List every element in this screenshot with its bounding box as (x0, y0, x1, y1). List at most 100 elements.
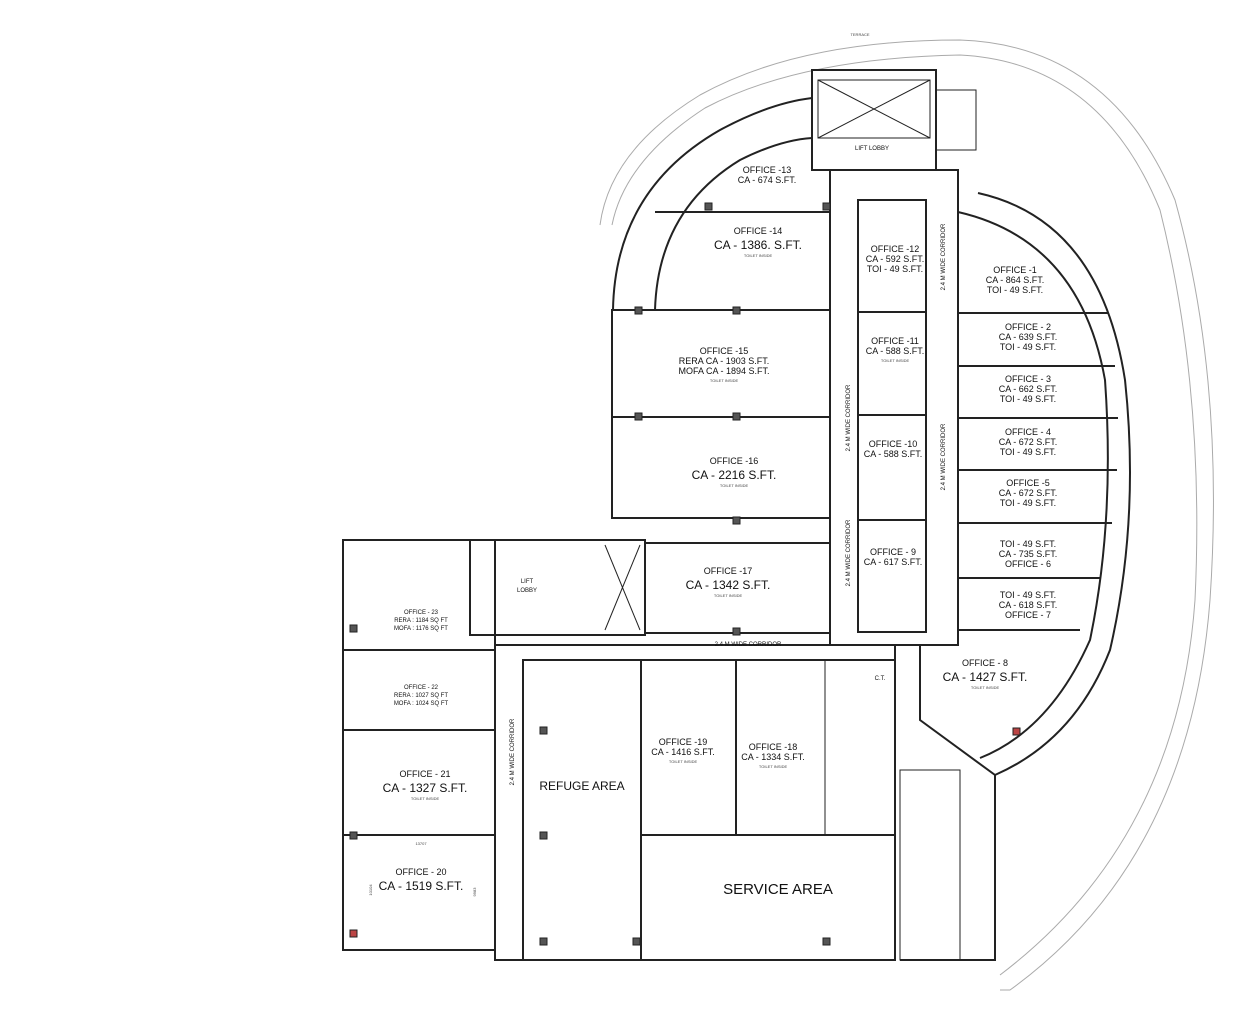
corridor-label-1: 2.4 M WIDE CORRIDOR (846, 384, 852, 451)
office-name: OFFICE - 3 (1005, 374, 1051, 384)
office-name: OFFICE - 4 (1005, 427, 1051, 437)
office-area: TOI - 49 S.FT. (1000, 447, 1056, 457)
toilet-inside-note: TOILET INSIDE (744, 253, 773, 258)
office-22-label: OFFICE - 22 RERA : 1027 SQ FT MOFA : 1024 … (394, 685, 449, 707)
curved-facade-left (612, 97, 813, 311)
office-area: TOI - 49 S.FT. (987, 285, 1043, 295)
office-area: CA - 864 S.FT. (986, 275, 1045, 285)
office-name: OFFICE -17 (704, 566, 753, 576)
right-office-dividers (858, 311, 1118, 631)
stair-bottom (899, 769, 961, 961)
office-area: TOI - 49 S.FT. (1000, 394, 1056, 404)
office-2-label: OFFICE - 2CA - 639 S.FT.TOI - 49 S.FT. (999, 322, 1058, 352)
refuge-area-label: REFUGE AREA (539, 779, 624, 793)
toilet-inside-note: TOILET INSIDE (971, 685, 1000, 690)
office-name: OFFICE -15 (700, 346, 749, 356)
corridor-label-5: 2.4 M WIDE CORRIDOR (715, 642, 782, 648)
lower-block (494, 644, 896, 961)
office-area: MOFA : 1176 SQ FT (394, 626, 448, 632)
office-area: CA - 662 S.FT. (999, 384, 1058, 394)
office-name: OFFICE -18 (749, 742, 798, 752)
toilet-inside-note: TOILET INSIDE (411, 796, 440, 801)
office-7-label: TOI - 49 S.FT.CA - 618 S.FT.OFFICE - 7 (999, 590, 1058, 620)
office-name: OFFICE -10 (869, 439, 918, 449)
office-area: TOI - 49 S.FT. (867, 264, 923, 274)
office-name: OFFICE - 9 (870, 547, 916, 557)
office-name: OFFICE - 6 (1005, 559, 1051, 569)
dimension-1: 13707 (415, 841, 427, 846)
office-area: MOFA CA - 1894 S.FT. (678, 366, 769, 376)
corridor-label-2: 2.4 M WIDE CORRIDOR (941, 223, 947, 290)
office-area: TOI - 49 S.FT. (1000, 539, 1056, 549)
office-name: OFFICE -16 (710, 456, 759, 466)
toilet-inside-note: TOILET INSIDE (669, 759, 698, 764)
office-area: CA - 1427 S.FT. (943, 670, 1028, 684)
refuge-room (522, 659, 642, 961)
curved-facade-left-inner (654, 137, 813, 311)
office-area: CA - 2216 S.FT. (692, 468, 777, 482)
office-area: CA - 618 S.FT. (999, 600, 1058, 610)
office-area: CA - 592 S.FT. (866, 254, 925, 264)
office-5-label: OFFICE -5CA - 672 S.FT.TOI - 49 S.FT. (999, 478, 1058, 508)
office-name: OFFICE - 22 (404, 685, 439, 691)
shaft (817, 79, 931, 139)
office-area: CA - 1327 S.FT. (383, 781, 468, 795)
office-name: OFFICE -12 (871, 244, 920, 254)
office-area: MOFA : 1024 SQ FT (394, 701, 449, 707)
office-6-label: TOI - 49 S.FT.CA - 735 S.FT.OFFICE - 6 (999, 539, 1058, 569)
office-area: CA - 674 S.FT. (738, 175, 797, 185)
toilet-inside-note: TOILET INSIDE (881, 358, 910, 363)
office-area: CA - 1386. S.FT. (714, 238, 802, 252)
office-area: TOI - 49 S.FT. (1000, 498, 1056, 508)
lift-lobby-left-2: LOBBY (517, 588, 537, 594)
office-area: CA - 735 S.FT. (999, 549, 1058, 559)
toilet-inside-note: TOILET INSIDE (710, 378, 739, 383)
office-area: CA - 672 S.FT. (999, 437, 1058, 447)
corridor-label-4: 2.4 M WIDE CORRIDOR (846, 519, 852, 586)
office-name: OFFICE - 2 (1005, 322, 1051, 332)
stair-top (935, 89, 977, 151)
toilet-inside-note: TOILET INSIDE (759, 764, 788, 769)
terrace-label: TERRACE (850, 32, 869, 37)
office-14-label: OFFICE -14 CA - 1386. S.FT.TOILET INSIDE (714, 226, 802, 258)
office-15-16-block (611, 309, 831, 519)
corridor-label-6: 2.4 M WIDE CORRIDOR (510, 718, 516, 785)
office-name: OFFICE -1 (993, 265, 1037, 275)
office-name: OFFICE -14 (734, 226, 783, 236)
lift-lobby-left-1: LIFT (521, 579, 534, 585)
office-name: OFFICE - 7 (1005, 610, 1051, 620)
corridor-label-3: 2.4 M WIDE CORRIDOR (941, 423, 947, 490)
office-area: RERA : 1027 SQ FT (394, 693, 448, 699)
office-labels: OFFICE -1CA - 864 S.FT.TOI - 49 S.FT.OFF… (379, 165, 1058, 893)
office-8-label: OFFICE - 8CA - 1427 S.FT.TOILET INSIDE (943, 658, 1028, 690)
office-area: TOI - 49 S.FT. (1000, 342, 1056, 352)
left-wing (342, 539, 496, 951)
office-area: CA - 639 S.FT. (999, 332, 1058, 342)
office-area: RERA : 1184 SQ FT (394, 618, 448, 624)
service-area-label: SERVICE AREA (723, 881, 833, 898)
office-name: OFFICE -13 (743, 165, 792, 175)
office-area: CA - 672 S.FT. (999, 488, 1058, 498)
office-3-label: OFFICE - 3CA - 662 S.FT.TOI - 49 S.FT. (999, 374, 1058, 404)
top-core (811, 69, 937, 171)
dimension-2: 10104 (368, 884, 373, 896)
office-area: CA - 588 S.FT. (866, 346, 925, 356)
lift-lobby-top: LIFT LOBBY (855, 146, 889, 152)
office-area: CA - 1416 S.FT. (651, 747, 715, 757)
office-name: OFFICE - 20 (395, 867, 446, 877)
curved-facade-right-inner (957, 211, 1109, 759)
office-area: CA - 1334 S.FT. (741, 752, 805, 762)
office-8-wall (900, 645, 996, 961)
